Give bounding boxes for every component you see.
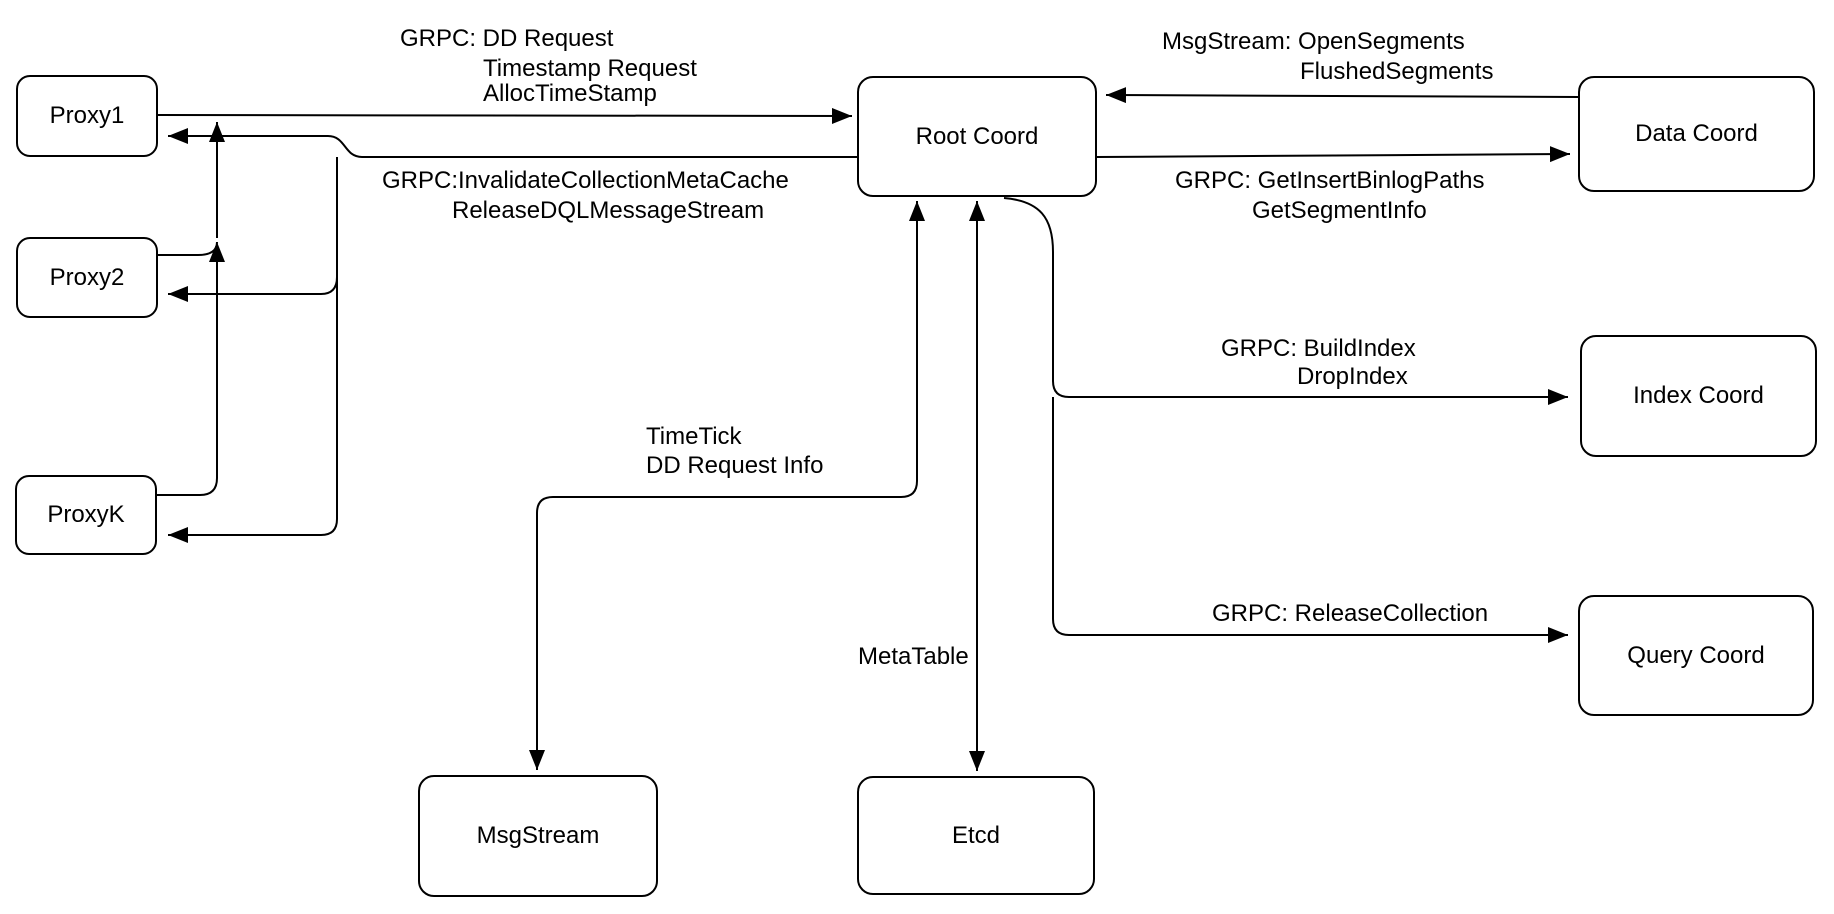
edge-proxy2-merge [158, 241, 225, 263]
label-grpc-dd-request: GRPC: DD Request [400, 25, 614, 52]
node-proxyk: ProxyK [15, 475, 157, 555]
label-timestamp-request: Timestamp Request [483, 55, 697, 82]
label-metatable: MetaTable [858, 643, 969, 670]
label-release-dql-messagestream: ReleaseDQLMessageStream [452, 197, 765, 224]
label-timetick: TimeTick [646, 423, 742, 450]
edge-rootcoord-to-querycoord [1052, 397, 1568, 643]
node-index-coord: Index Coord [1580, 335, 1817, 457]
node-root-coord: Root Coord [857, 76, 1097, 197]
node-proxy2: Proxy2 [16, 237, 158, 318]
edge-rootcoord-to-proxyk [168, 157, 338, 543]
label-msgstream-opensegments: MsgStream: OpenSegments [1162, 28, 1465, 55]
edge-rootcoord-to-indexcoord [1003, 197, 1568, 405]
edge-rootcoord-to-proxy1 [168, 128, 857, 158]
node-query-coord: Query Coord [1578, 595, 1814, 716]
label-dropindex: DropIndex [1297, 363, 1408, 390]
label-invalidate-collection-metacache: GRPC:InvalidateCollectionMetaCache [382, 167, 789, 194]
edge-datacoord-to-rootcoord [1105, 87, 1579, 104]
edge-rootcoord-to-datacoord [1096, 146, 1571, 163]
label-flushedsegments: FlushedSegments [1300, 58, 1494, 85]
node-proxy1: Proxy1 [16, 75, 158, 157]
label-grpc-releasecollection: GRPC: ReleaseCollection [1212, 600, 1489, 627]
label-grpc-buildindex: GRPC: BuildIndex [1221, 335, 1416, 362]
label-alloctimestamp: AllocTimeStamp [483, 80, 657, 107]
node-data-coord: Data Coord [1578, 76, 1815, 192]
label-dd-request-info: DD Request Info [646, 452, 824, 479]
label-getinsertbinlogpaths: GRPC: GetInsertBinlogPaths [1175, 167, 1485, 194]
label-getsegmentinfo: GetSegmentInfo [1252, 197, 1427, 224]
edge-rootcoord-to-proxy2 [168, 276, 338, 302]
node-msgstream: MsgStream [418, 775, 658, 897]
edge-rootcoord-msgstream [529, 201, 925, 770]
edge-proxyk-trunk [157, 260, 218, 496]
node-etcd: Etcd [857, 776, 1095, 895]
edge-proxy1-to-rootcoord [157, 107, 853, 124]
